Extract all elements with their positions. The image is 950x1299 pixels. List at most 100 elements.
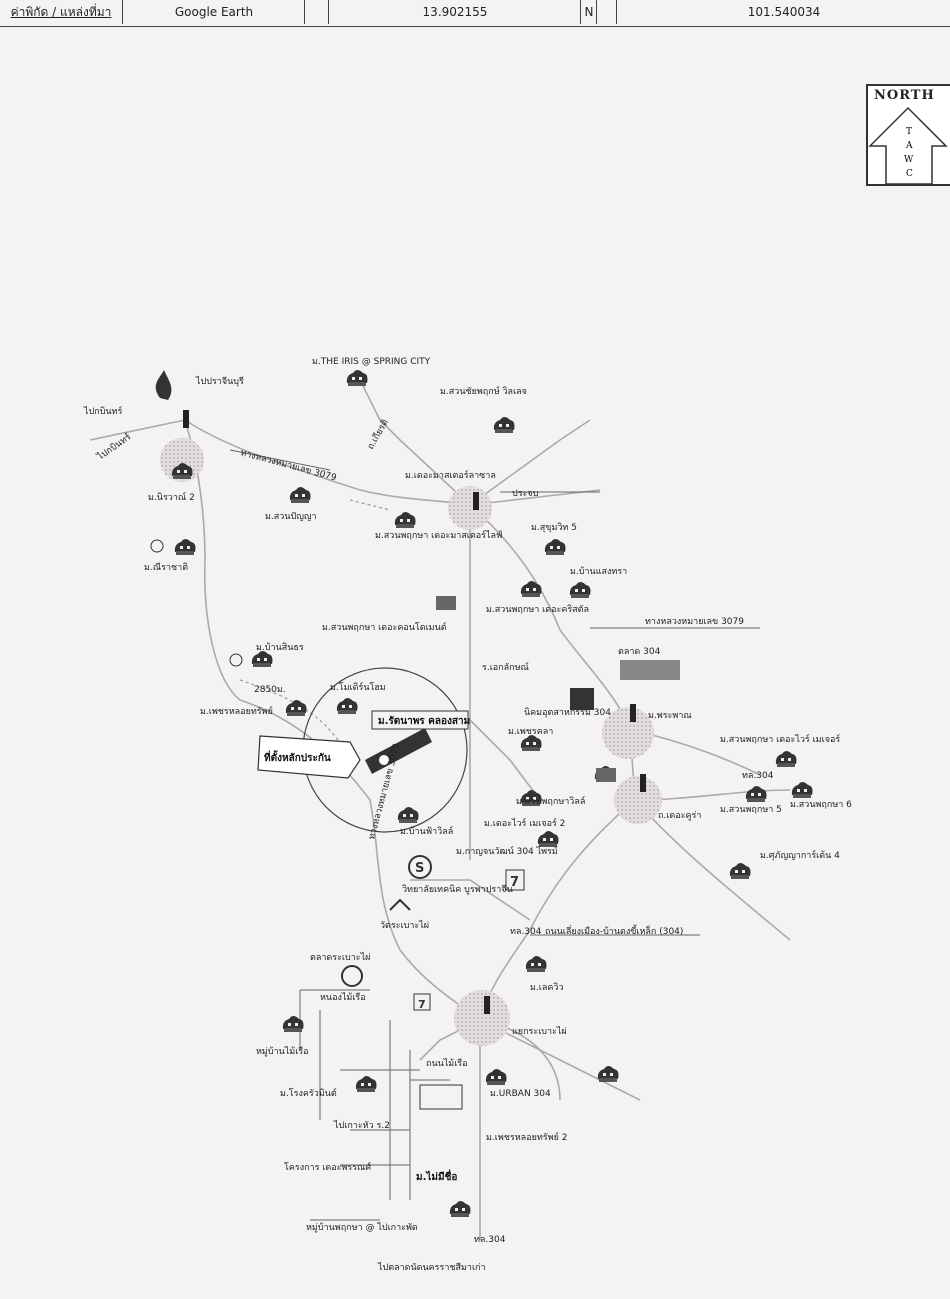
map-label: ม.ศุภัญญาการ์เด้น 4 — [760, 849, 840, 861]
house-icon — [289, 487, 311, 503]
traffic-light-icon — [630, 704, 636, 722]
house-icon — [525, 956, 547, 972]
seven-eleven-icon — [505, 869, 525, 891]
map-label: ม.บ้านแสงทรา — [570, 566, 627, 577]
map-label: นิคมอุตสาหกรรม 304 — [524, 707, 611, 718]
north-letter-1: T — [906, 127, 912, 137]
map-label: ม.สวนพฤกษา เดอะคอนโดเมนต์ — [322, 621, 447, 633]
map-label: ม.สวนพฤกษา เดอะไวร์ เมเจอร์ — [720, 733, 840, 745]
misc-icons: S 7 7 — [150, 370, 680, 1110]
coord-label: ค่าพิกัด / แหล่งที่มา — [0, 0, 123, 24]
map-label: หนองไม้เรือ — [320, 992, 366, 1003]
site-label: ม.รัตนาพร คลองสาม — [378, 715, 470, 727]
map-label: ม.บ้านฟ้าวิลล์ — [400, 825, 453, 837]
map-label: ม.สวนพฤกษาวิลล์ — [516, 795, 585, 807]
map-label: ไปปราจีนบุรี — [195, 376, 244, 387]
map-label: ทล.304 — [474, 1235, 506, 1245]
map-label: ม.เดอะไวร์ เมเจอร์ 2 — [484, 817, 565, 829]
house-icon — [485, 1069, 507, 1085]
map-label: ไปเกาะหัว ร.2 — [333, 1120, 390, 1131]
map-label: ม.ไม่มีชื่อ — [416, 1169, 457, 1183]
map-label: ตลาดระเบาะไผ่ — [310, 952, 370, 963]
map-label: ม.สวนพฤกษา 5 — [720, 805, 782, 815]
intersection-circle — [454, 990, 510, 1046]
map-label: ร.เอกลักษณ์ — [482, 661, 529, 673]
house-icon — [729, 863, 751, 879]
map-label: ม.กาญจนวัฒน์ 304 ไพรม์ — [456, 845, 558, 857]
house-icon — [346, 370, 368, 386]
map-label: ม.เดอะมาสเตอร์ลาซาล — [405, 469, 496, 481]
house-icon — [336, 698, 358, 714]
ns-cell: N — [582, 0, 597, 24]
house-icon — [449, 1201, 471, 1217]
temple-icon — [389, 898, 411, 911]
house-icon — [544, 539, 566, 555]
house-icon — [597, 1066, 619, 1082]
site-marker: ม.รัตนาพร คลองสาม ที่ตั้งหลักประกัน — [257, 710, 470, 779]
map-label: ม.สวนพฤกษา เดอะมาสเตอร์ไลฟ์ — [375, 529, 502, 541]
market-building-icon — [620, 660, 680, 680]
map-label: ถ.เดอะคูร่า — [658, 811, 701, 821]
house-icon — [394, 512, 416, 528]
map-label: ม.โรงครัวมินต์ — [280, 1087, 337, 1099]
office-icon — [596, 768, 616, 782]
map-label: ม.เพชรหลอยทรัพย์ 2 — [486, 1131, 567, 1143]
map-label: ม.สวนปัญญา — [265, 512, 317, 522]
intersections — [160, 438, 662, 1046]
traffic-light-icon — [473, 492, 479, 510]
fuel-station-icon — [155, 370, 172, 400]
house-icon — [174, 539, 196, 555]
map-label: หมู่บ้านไม้เรือ — [256, 1046, 309, 1057]
map-label: ทางหลวงหมายเลข 3079 — [645, 617, 744, 627]
number-icon — [150, 539, 164, 553]
empty-cell — [306, 0, 329, 24]
map-label: ม.สวนพฤกษา เดอะคริสตัล — [486, 604, 589, 615]
empty-cell-2 — [598, 0, 617, 24]
north-letter-2: A — [905, 141, 913, 151]
map-label: ถนนเลี่ยงเมือง-บ้านดงขี้เหล็ก (304) — [545, 924, 683, 937]
site-pointer-arrow — [257, 735, 361, 779]
map-label: ทล.304 — [510, 927, 542, 937]
map-label: โครงการ เดอะพรรณศ์ — [284, 1161, 371, 1173]
house-icon — [745, 786, 767, 802]
map-label: ม.URBAN 304 — [490, 1089, 551, 1099]
map-label: ม.เพชรคลา — [508, 727, 553, 737]
map-label: ตลาด 304 — [618, 647, 661, 657]
map-label: ม.THE IRIS @ SPRING CITY — [312, 357, 431, 367]
map-labels: ม.THE IRIS @ SPRING CITY ไปปราจีนบุรี ม.… — [83, 357, 852, 1273]
map-label: ม.เพชรหลอยทรัพย์ — [200, 705, 273, 717]
map-label: ประจบ — [512, 489, 539, 499]
house-icon — [285, 700, 307, 716]
house-icon — [775, 751, 797, 767]
map-label: ม.เลควิว — [530, 982, 564, 993]
house-icon — [355, 1076, 377, 1092]
map-label: ไปกบินทร์ — [83, 405, 122, 417]
site-pointer-label: ที่ตั้งหลักประกัน — [264, 750, 331, 764]
map-label: ทางหลวงหมายเลข 3079 — [239, 448, 337, 483]
map-label: ม.สวนพฤกษา 6 — [790, 800, 852, 810]
north-label: NORTH — [874, 88, 935, 103]
map-label: ไปตลาดนัดนครราชสีมาเก่า — [377, 1262, 486, 1273]
market-icon — [341, 965, 363, 987]
road-network — [89, 379, 791, 1240]
intersection-circle — [448, 486, 492, 530]
header-table: ค่าพิกัด / แหล่งที่มา Google Earth 13.90… — [0, 0, 950, 27]
house-icon — [520, 581, 542, 597]
lng-cell: 101.540034 — [747, 5, 821, 19]
office-icon — [436, 596, 456, 610]
house-icon — [397, 807, 419, 823]
lat-cell: 13.902155 — [330, 0, 581, 24]
house-icon — [520, 735, 542, 751]
map-label: ถ.เกียรติ — [365, 417, 391, 451]
estate-block-icon — [419, 1084, 463, 1110]
site-pin-icon — [379, 755, 389, 765]
site-label-box — [371, 710, 469, 730]
map-label: ม.สวนชัยพฤกษ์ วิลเลจ — [440, 385, 527, 397]
traffic-light-icons — [183, 410, 646, 1014]
map-label: ม.สุขุมวิท 5 — [531, 522, 577, 533]
house-icon — [569, 582, 591, 598]
intersection-circle — [614, 776, 662, 824]
traffic-light-icon — [484, 996, 490, 1014]
svg-text:7: 7 — [510, 875, 519, 890]
